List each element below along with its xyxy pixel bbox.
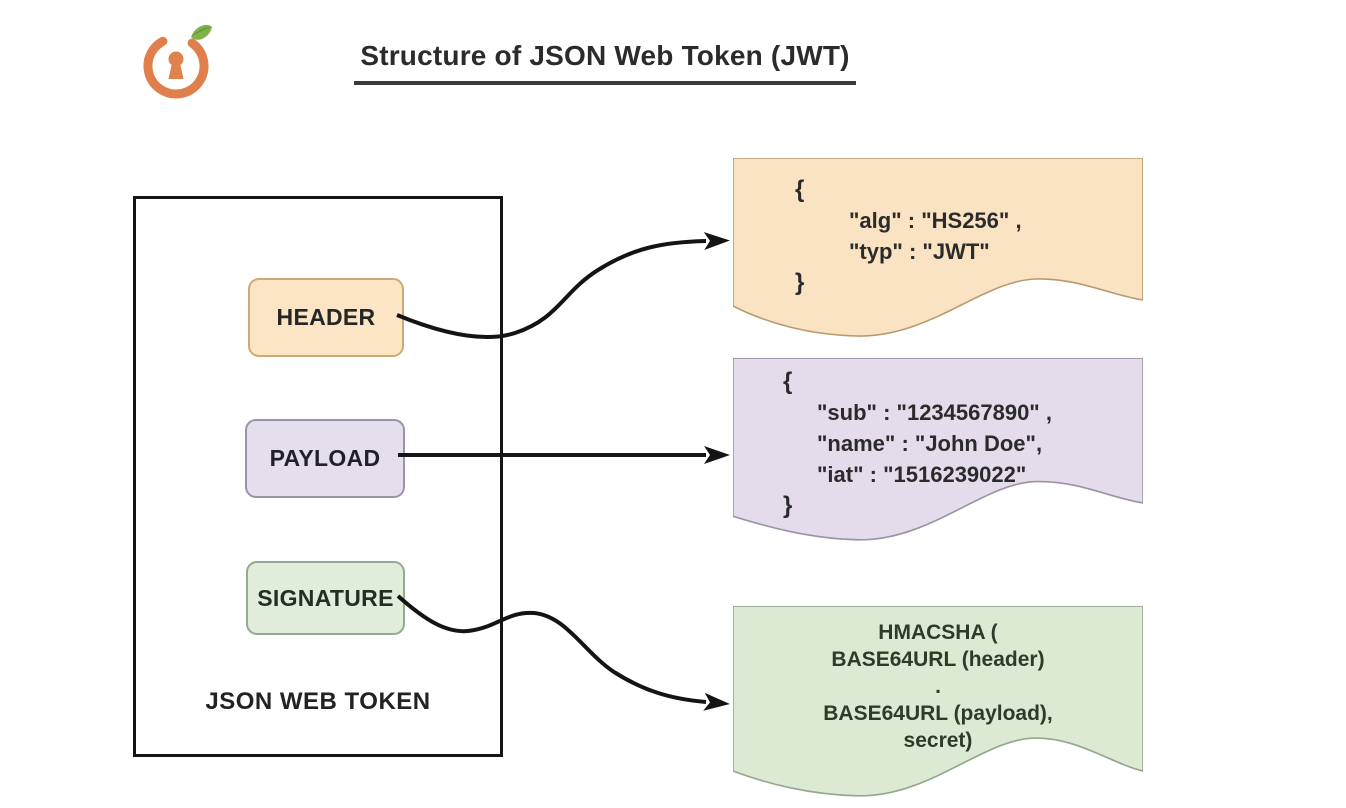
- document-wave-outline: [733, 158, 1143, 337]
- formula-line: HMACSHA (: [878, 621, 998, 644]
- header-json-document: { "alg" : "HS256" , "typ" : "JWT" }: [733, 158, 1143, 348]
- orange-keyhole-logo-icon: [143, 24, 212, 99]
- title-wrap: Structure of JSON Web Token (JWT): [320, 40, 890, 85]
- signature-formula-text: HMACSHA ( BASE64URL (header) . BASE64URL…: [733, 606, 1143, 754]
- jwt-box-label: JSON WEB TOKEN: [205, 688, 431, 715]
- formula-line: BASE64URL (payload),: [823, 702, 1053, 725]
- page-title: Structure of JSON Web Token (JWT): [354, 40, 856, 85]
- json-line: "name" : "John Doe",: [817, 431, 1043, 456]
- json-open-brace: {: [795, 176, 805, 203]
- formula-line: secret): [903, 729, 973, 752]
- signature-part-box: SIGNATURE: [246, 561, 405, 635]
- payload-part-box: PAYLOAD: [245, 419, 405, 498]
- payload-part-label: PAYLOAD: [269, 445, 381, 471]
- jwt-token-box: HEADER PAYLOAD SIGNATURE JSON WEB TOKEN: [133, 196, 503, 757]
- document-shape: [733, 606, 1143, 797]
- json-open-brace: {: [783, 368, 793, 395]
- formula-line: BASE64URL (header): [831, 648, 1045, 671]
- document-shape: [733, 358, 1143, 541]
- json-close-brace: }: [783, 492, 793, 519]
- header-part-box: HEADER: [248, 278, 404, 357]
- json-line: "sub" : "1234567890" ,: [817, 400, 1052, 425]
- header-json-text: { "alg" : "HS256" , "typ" : "JWT" }: [733, 158, 1143, 298]
- json-line: "typ" : "JWT": [849, 239, 990, 264]
- document-wave-outline: [733, 358, 1143, 541]
- payload-json-text: { "sub" : "1234567890" , "name" : "John …: [733, 358, 1143, 521]
- document-shape: [733, 158, 1143, 337]
- signature-formula-document: HMACSHA ( BASE64URL (header) . BASE64URL…: [733, 606, 1143, 802]
- header-part-label: HEADER: [276, 304, 376, 330]
- json-line: "iat" : "1516239022": [817, 462, 1027, 487]
- json-line: "alg" : "HS256" ,: [849, 208, 1022, 233]
- payload-json-document: { "sub" : "1234567890" , "name" : "John …: [733, 358, 1143, 552]
- document-wave-outline: [733, 606, 1143, 797]
- formula-concat-dot: .: [935, 675, 941, 698]
- signature-part-label: SIGNATURE: [257, 584, 394, 611]
- json-close-brace: }: [795, 269, 805, 296]
